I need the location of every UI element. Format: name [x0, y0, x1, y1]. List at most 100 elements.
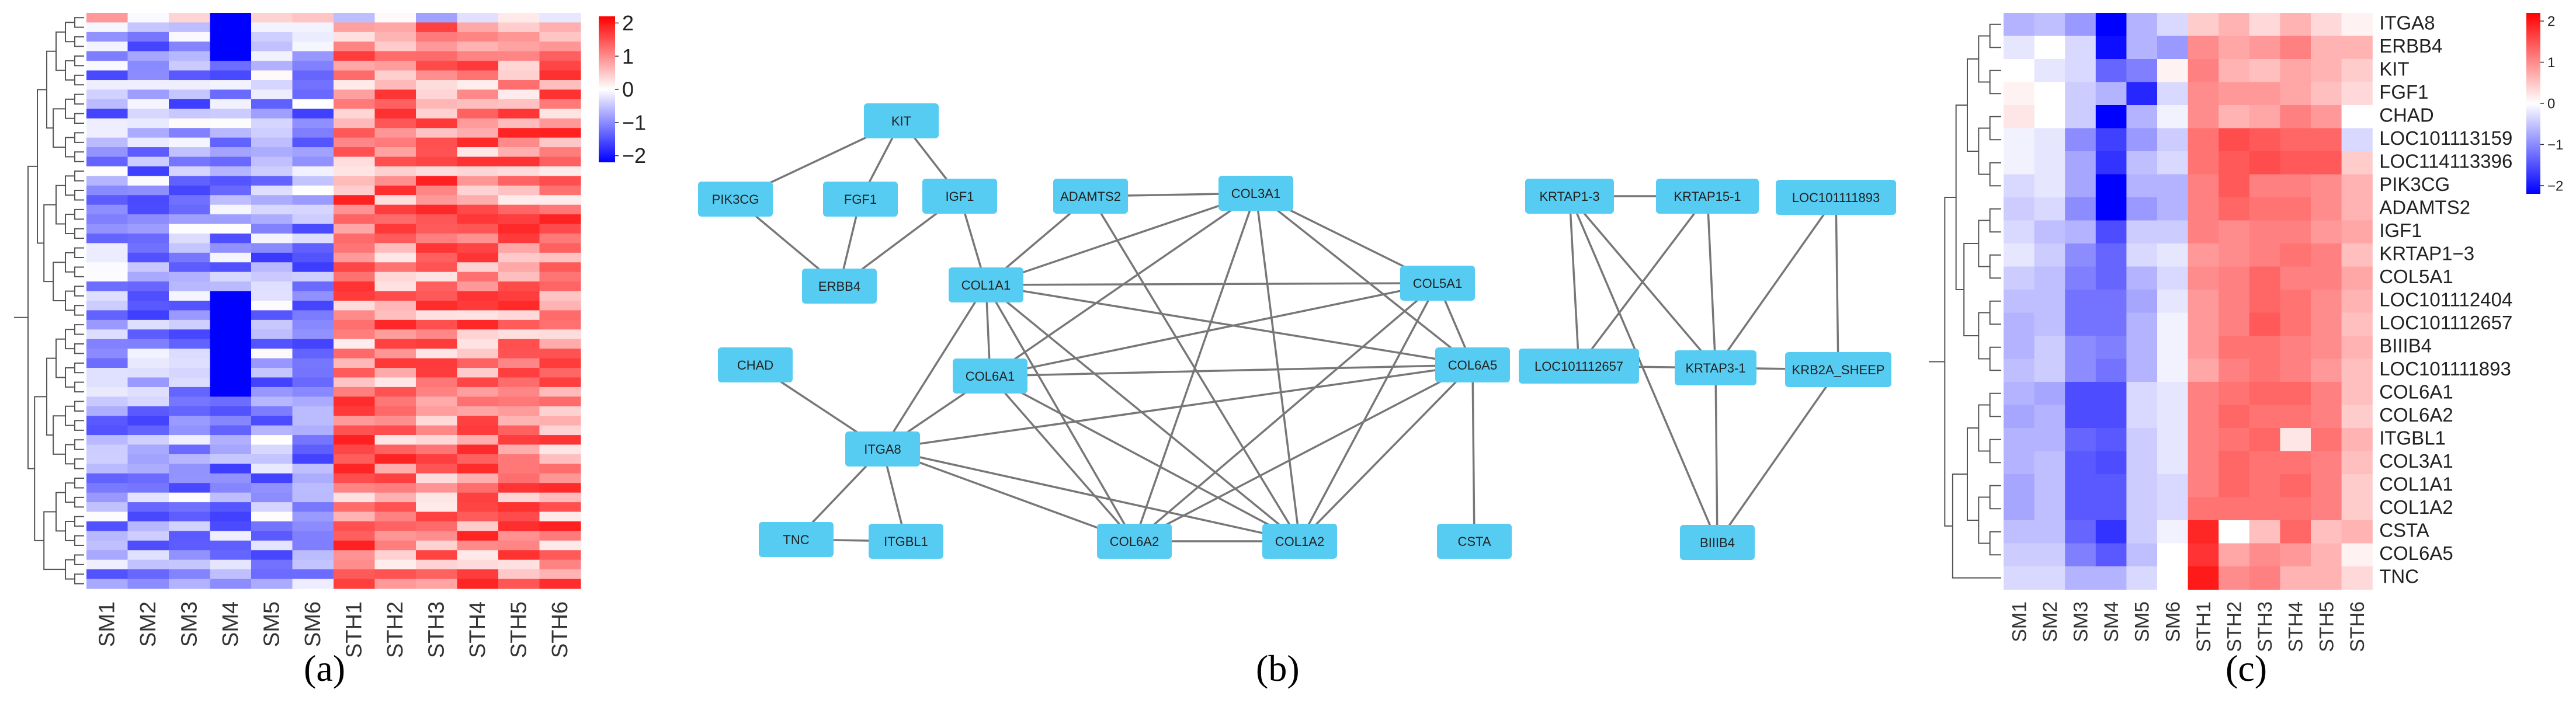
heatmap-a-cell	[457, 252, 499, 263]
heatmap-a-cell	[251, 128, 293, 138]
heatmap-a-cell	[251, 137, 293, 148]
heatmap-a-cell	[539, 80, 581, 90]
heatmap-a-cell	[334, 454, 376, 464]
heatmap-a-cell	[169, 243, 211, 253]
heatmap-a-cell	[169, 80, 211, 90]
heatmap-a-cell	[498, 387, 540, 397]
heatmap-a-cell	[86, 540, 129, 551]
heatmap-a-cell	[292, 550, 334, 561]
heatmap-c-cell	[2249, 312, 2280, 336]
heatmap-a-cell	[292, 483, 334, 493]
heatmap-a-cell	[334, 118, 376, 128]
heatmap-a-cell	[416, 32, 458, 42]
heatmap-a-cell	[334, 521, 376, 531]
heatmap-a-cell	[374, 454, 416, 464]
heatmap-a-cell	[457, 473, 499, 483]
heatmap-c-cell	[2311, 13, 2342, 37]
heatmap-a-cell	[251, 109, 293, 119]
heatmap-a-cell	[498, 531, 540, 541]
heatmap-c-cell	[2034, 174, 2065, 198]
heatmap-a-cell	[210, 185, 252, 196]
heatmap-a-cell	[457, 435, 499, 445]
heatmap-a-cell	[374, 176, 416, 186]
heatmap-a-cell	[416, 109, 458, 119]
heatmap-c-cell	[2219, 59, 2250, 83]
heatmap-a-cell	[374, 329, 416, 340]
caption-c: (c)	[2226, 648, 2268, 689]
heatmap-c-cell	[2095, 82, 2127, 106]
heatmap-a-cell	[498, 195, 540, 206]
heatmap-a-cell	[127, 473, 169, 483]
heatmap-a-cell	[374, 579, 416, 589]
heatmap-a-cell	[210, 176, 252, 186]
network-node	[823, 182, 898, 217]
heatmap-a-cell	[334, 137, 376, 148]
heatmap-c-cell	[2004, 520, 2035, 544]
heatmap-a-cell	[210, 559, 252, 570]
heatmap-c-cell	[2126, 312, 2158, 336]
heatmap-c-cell	[2065, 128, 2096, 152]
heatmap-c-cell	[2126, 405, 2158, 429]
heatmap-a-cell	[210, 540, 252, 551]
heatmap-c-cell	[2126, 36, 2158, 60]
heatmap-a-cell	[374, 89, 416, 100]
heatmap-a-cell	[334, 492, 376, 503]
heatmap-a-cell	[416, 252, 458, 263]
heatmap-c-cell	[2341, 59, 2373, 83]
heatmap-c-row-label: ERBB4	[2379, 35, 2442, 57]
heatmap-a-cell	[127, 319, 169, 330]
heatmap-c-cell	[2126, 105, 2158, 129]
heatmap-c-column-label: SM1	[2008, 601, 2030, 642]
heatmap-a-cell	[334, 80, 376, 90]
network-node-label: ITGA8	[864, 442, 901, 457]
heatmap-a-cell	[416, 454, 458, 464]
heatmap-a-cell	[498, 109, 540, 119]
heatmap-c-cell	[2126, 59, 2158, 83]
network-node	[1097, 524, 1172, 559]
heatmap-a-cell	[127, 224, 169, 234]
heatmap-c-cell	[2004, 543, 2035, 567]
heatmap-a-cell	[416, 291, 458, 301]
heatmap-a-cell	[210, 310, 252, 321]
heatmap-a-cell	[169, 32, 211, 42]
heatmap-a-cell	[251, 281, 293, 292]
heatmap-a-cell	[498, 416, 540, 426]
network-edge	[1299, 283, 1439, 542]
heatmap-a-cell	[169, 579, 211, 589]
heatmap-a-cell	[374, 281, 416, 292]
network-node-label: BIIIB4	[1700, 535, 1735, 550]
heatmap-a-column-label: SM3	[177, 601, 202, 647]
heatmap-a-cell	[334, 214, 376, 225]
heatmap-c-cell	[2219, 312, 2250, 336]
heatmap-a-dendrogram	[14, 17, 84, 584]
heatmap-a-cell	[127, 281, 169, 292]
heatmap-a-cell	[374, 99, 416, 109]
heatmap-c-cell	[2065, 36, 2096, 60]
heatmap-a-cell	[210, 483, 252, 493]
heatmap-a-cell	[539, 252, 581, 263]
heatmap-a-cell	[251, 22, 293, 33]
heatmap-c-svg: ITGA8ERBB4KITFGF1CHADLOC101113159LOC1141…	[1929, 12, 2563, 652]
heatmap-a-cell	[86, 32, 129, 42]
heatmap-c-cell	[2341, 543, 2373, 567]
heatmap-c-cell	[2157, 474, 2189, 498]
heatmap-c-cell	[2219, 474, 2250, 498]
heatmap-c-cell	[2188, 451, 2219, 475]
heatmap-a-cell	[292, 22, 334, 33]
heatmap-a-cell	[457, 147, 499, 158]
heatmap-a-cell	[127, 339, 169, 349]
heatmap-c-cell	[2341, 82, 2373, 106]
heatmap-c-cell	[2280, 174, 2311, 198]
heatmap-a-cell	[334, 166, 376, 176]
heatmap-a-cell	[127, 435, 169, 445]
heatmap-c-cell	[2280, 128, 2311, 152]
heatmap-c-cell	[2341, 566, 2373, 590]
heatmap-a-cell	[127, 137, 169, 148]
heatmap-c-cell	[2095, 266, 2127, 290]
heatmap-a-cell	[334, 109, 376, 119]
heatmap-a-cell	[457, 444, 499, 455]
heatmap-a-cell	[498, 262, 540, 273]
heatmap-a-cell	[457, 41, 499, 52]
heatmap-a-cell	[127, 502, 169, 513]
heatmap-a-cell	[539, 214, 581, 225]
